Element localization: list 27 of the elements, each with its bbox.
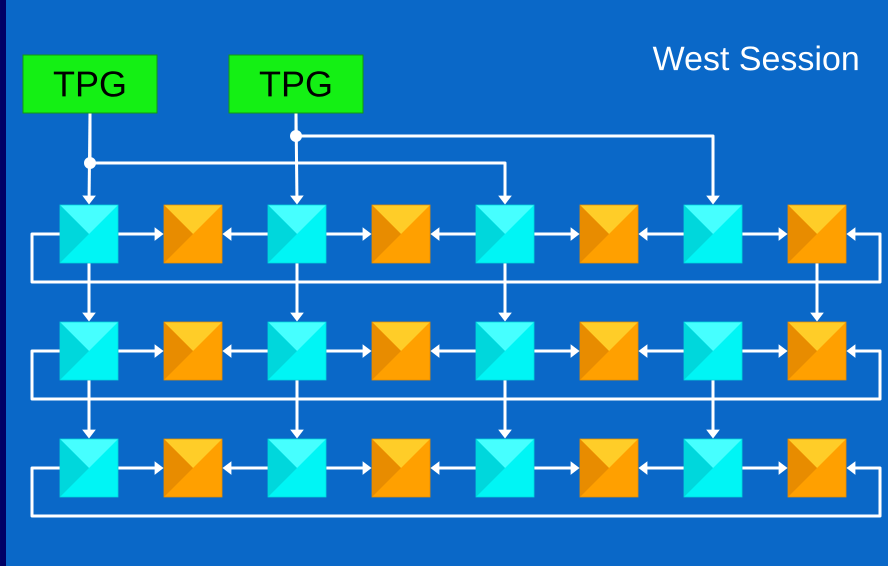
endpoint-box bbox=[788, 322, 846, 380]
endpoint-box bbox=[372, 204, 430, 264]
switch-box bbox=[684, 204, 742, 264]
switch-box bbox=[268, 204, 326, 264]
endpoint-box bbox=[580, 322, 638, 380]
switch-box bbox=[476, 204, 534, 264]
endpoint-box bbox=[372, 322, 430, 380]
endpoint-box bbox=[372, 438, 430, 498]
switch-box bbox=[60, 438, 118, 498]
endpoint-box bbox=[788, 204, 846, 264]
endpoint-box bbox=[164, 322, 222, 380]
endpoint-box bbox=[788, 438, 846, 498]
switch-box bbox=[476, 438, 534, 498]
switch-box bbox=[60, 204, 118, 264]
tpg-box: TPG bbox=[22, 54, 158, 114]
switch-box bbox=[684, 438, 742, 498]
switch-box bbox=[60, 322, 118, 380]
switch-box bbox=[268, 322, 326, 380]
endpoint-box bbox=[580, 204, 638, 264]
switch-box bbox=[476, 322, 534, 380]
endpoint-box bbox=[580, 438, 638, 498]
endpoint-box bbox=[164, 438, 222, 498]
switch-box bbox=[268, 438, 326, 498]
switch-box bbox=[684, 322, 742, 380]
tpg-box: TPG bbox=[228, 54, 364, 114]
endpoint-box bbox=[164, 204, 222, 264]
title: West Session bbox=[652, 46, 858, 70]
